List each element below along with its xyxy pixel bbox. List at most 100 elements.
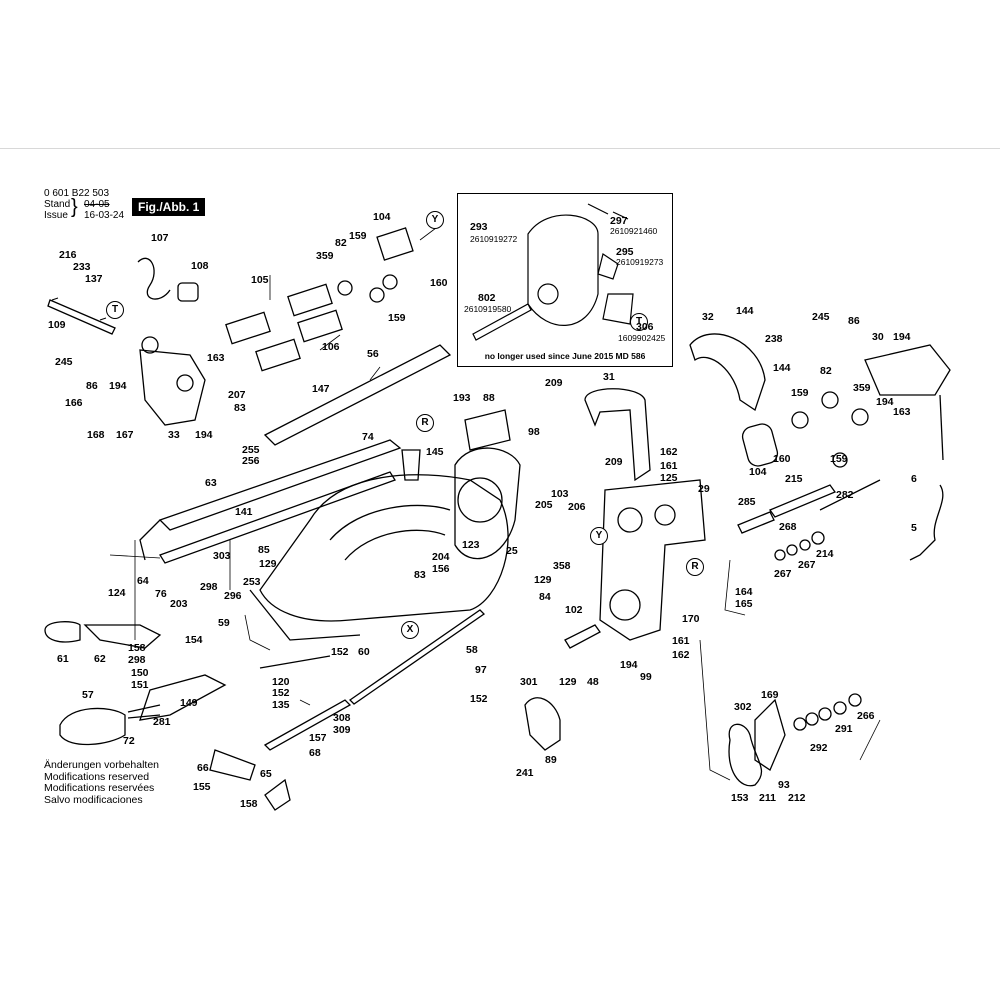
part-label: 163: [207, 352, 225, 364]
handle-grip-57: [59, 707, 126, 746]
part-label: 105: [251, 274, 269, 286]
part-label: 141: [235, 506, 253, 518]
part-label: 309: [333, 724, 351, 736]
part-label: 209: [545, 377, 563, 389]
part-label: 154: [185, 634, 203, 646]
part-label: 194: [195, 429, 213, 441]
part-label: 160: [773, 453, 791, 465]
part-label: 152: [272, 687, 290, 699]
part-label: 296: [224, 590, 242, 602]
part-label: 129: [534, 574, 552, 586]
part-label: 76: [155, 588, 167, 600]
bracket-33: [139, 349, 206, 426]
inset-pn-306: 1609902425: [618, 333, 666, 343]
part-label: 104: [749, 466, 767, 478]
part-label: 104: [373, 211, 391, 223]
part-label: 301: [520, 676, 538, 688]
blade-guard-25: [454, 447, 521, 560]
part-label: 66: [197, 762, 209, 774]
part-label: 108: [191, 260, 209, 272]
part-label: 82: [820, 365, 832, 377]
part-label: 163: [893, 406, 911, 418]
part-label: 215: [785, 473, 803, 485]
part-label: 298: [200, 581, 218, 593]
ref-circle-r-right: R: [686, 558, 704, 576]
part-label: 194: [109, 380, 127, 392]
bracket-30: [864, 344, 951, 396]
part-label: 285: [738, 496, 756, 508]
part-label: 83: [414, 569, 426, 581]
part-label: 193: [453, 392, 471, 404]
part-label: 358: [553, 560, 571, 572]
ref-circle-x: X: [401, 621, 419, 639]
part-label: 129: [259, 558, 277, 570]
part-label: 135: [272, 699, 290, 711]
part-label: 145: [426, 446, 444, 458]
rod-285: [737, 511, 775, 534]
part-label: 162: [660, 446, 678, 458]
link-211: [754, 698, 786, 771]
rod-135: [259, 655, 331, 669]
part-label: 267: [798, 559, 816, 571]
note-line: Salvo modificaciones: [44, 793, 143, 806]
part-label: 159: [388, 312, 406, 324]
part-label: 164: [735, 586, 753, 598]
inset-label-802: 802: [478, 292, 496, 304]
figure-label: Fig./Abb. 1: [132, 198, 206, 216]
part-label: 129: [559, 676, 577, 688]
part-label: 56: [367, 348, 379, 360]
part-label: 152: [331, 646, 349, 658]
disclaimer-notes: Änderungen vorbehalten Modifications res…: [44, 759, 160, 806]
stand-date: 04-05: [84, 199, 110, 210]
part-label: 359: [316, 250, 334, 262]
tube-104: [376, 227, 414, 261]
part-label: 97: [475, 664, 487, 676]
part-label: 150: [131, 667, 149, 679]
part-label: 99: [640, 671, 652, 683]
ref-circle-y-top: Y: [426, 211, 444, 229]
part-label: 84: [539, 591, 551, 603]
part-label: 245: [812, 311, 830, 323]
part-label: 292: [810, 742, 828, 754]
rail-63: [158, 439, 402, 531]
bracket-glyph: }: [71, 196, 78, 218]
inset-label-297: 297: [610, 215, 628, 227]
document-number: 0 601 B22 503: [44, 188, 110, 199]
part-label: 255: [242, 444, 260, 456]
inset-label-295: 295: [616, 246, 634, 258]
inset-pn-293: 2610919272: [470, 234, 518, 244]
issue-date: 16-03-24: [84, 210, 125, 221]
part-label: 106: [322, 341, 340, 353]
part-label: 124: [108, 587, 126, 599]
part-label: 166: [65, 397, 83, 409]
part-label: 209: [605, 456, 623, 468]
part-label: 203: [170, 598, 188, 610]
part-label: 159: [830, 453, 848, 465]
inset-pn-295: 2610919273: [616, 257, 664, 267]
part-label: 25: [506, 545, 518, 557]
part-label: 107: [151, 232, 169, 244]
part-label: 144: [773, 362, 791, 374]
part-label: 31: [603, 371, 615, 383]
part-label: 241: [516, 767, 534, 779]
part-label: 63: [205, 477, 217, 489]
part-label: 48: [587, 676, 599, 688]
part-label: 159: [791, 387, 809, 399]
part-label: 58: [466, 644, 478, 656]
part-label: 6: [911, 473, 917, 485]
part-label: 206: [568, 501, 586, 513]
part-label: 155: [193, 781, 211, 793]
note-line: Änderungen vorbehalten: [44, 759, 160, 771]
part-label: 170: [682, 613, 700, 625]
part-label: 169: [761, 689, 779, 701]
part-label: 32: [702, 311, 714, 323]
part-label: 68: [309, 747, 321, 759]
part-label: 88: [483, 392, 495, 404]
part-label: 89: [545, 754, 557, 766]
handle-31: [584, 388, 651, 482]
stand-label: Stand: [44, 199, 71, 210]
part-label: 168: [87, 429, 105, 441]
part-label: 256: [242, 455, 260, 467]
